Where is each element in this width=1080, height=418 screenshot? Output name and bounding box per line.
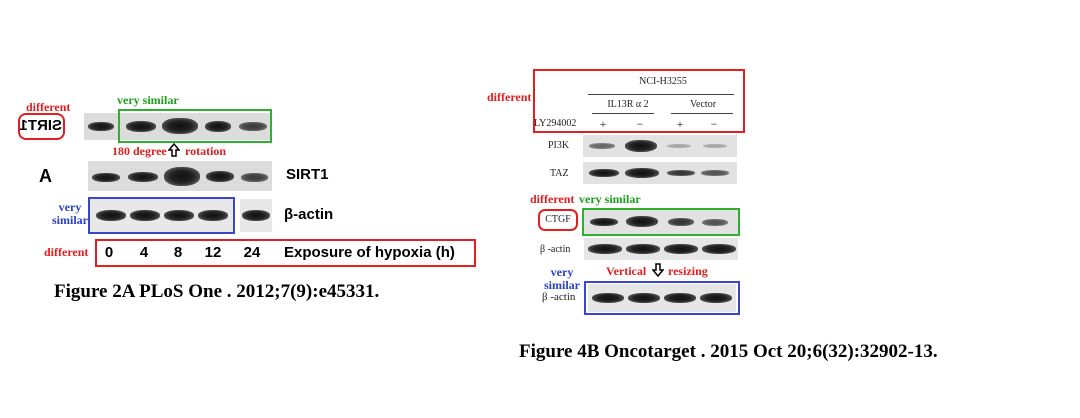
group1-underline <box>592 113 654 114</box>
exposure-value: 8 <box>173 244 183 261</box>
pi3k-blot-strip <box>583 135 737 157</box>
blot-band <box>242 210 270 221</box>
blot-band <box>92 173 120 182</box>
annotation-resizing: resizing <box>668 264 708 278</box>
header-box <box>533 69 745 133</box>
blot-band <box>588 244 622 254</box>
blot-band <box>130 210 160 221</box>
cell-line-label: NCI-H3255 <box>639 76 687 87</box>
taz-label: TAZ <box>550 168 569 179</box>
annotation-vertical: Vertical <box>606 264 647 278</box>
actin-blot-strip-right <box>240 199 272 232</box>
exposure-value: 12 <box>204 244 222 261</box>
blot-band <box>239 122 267 131</box>
actin-label: β-actin <box>284 206 334 223</box>
blot-band <box>667 170 695 176</box>
treatment-sign: + <box>676 117 684 131</box>
blot-band <box>628 293 660 303</box>
very-similar-box-bottom <box>584 281 740 315</box>
exposure-value: 24 <box>243 244 261 261</box>
exposure-label: Exposure of hypoxia (h) <box>284 244 455 261</box>
actin-blot-strip-left <box>90 199 233 232</box>
annotation-very-similar-bottom: very similar <box>544 265 580 292</box>
blot-band <box>198 210 228 221</box>
exposure-value: 4 <box>139 244 149 261</box>
ctgf-blot-strip <box>584 210 738 234</box>
blot-band <box>164 210 194 221</box>
pi3k-label: PI3K <box>548 140 570 151</box>
blot-band <box>241 173 268 182</box>
down-arrow-icon <box>652 263 664 277</box>
very-similar-box-side <box>88 197 235 234</box>
ctgf-label: CTGF <box>545 214 571 225</box>
annotation-different-header: different <box>487 90 532 104</box>
annotation-very-similar-ctgf: very similar <box>579 192 641 206</box>
mirrored-blot-strip <box>84 113 271 140</box>
blot-band <box>703 144 727 148</box>
blot-band <box>592 293 624 303</box>
blot-band <box>589 143 615 149</box>
panel-letter: A <box>39 166 52 186</box>
blot-band <box>667 144 691 148</box>
taz-blot-strip <box>583 162 737 184</box>
blot-band <box>702 244 736 254</box>
blot-band <box>206 171 234 182</box>
mirrored-sirt1-label: SIRT1 <box>19 117 62 134</box>
blot-band <box>626 216 658 227</box>
blot-band <box>128 172 158 182</box>
ctgf-label-box <box>538 209 578 231</box>
treatment-sign: + <box>599 117 607 131</box>
very-similar-box-top <box>118 109 272 143</box>
actin-row-label: β -actin <box>540 244 571 255</box>
blot-band <box>700 293 732 303</box>
group2-label: Vector <box>689 99 717 110</box>
blot-band <box>162 118 198 134</box>
exposure-box <box>95 239 476 267</box>
annotation-rotation-right: rotation <box>185 144 227 158</box>
blot-band <box>96 210 126 221</box>
group1-label: IL13R α 2 <box>607 99 649 110</box>
blot-band <box>164 167 200 186</box>
blot-band <box>664 293 696 303</box>
blot-band <box>625 140 657 152</box>
blot-band <box>626 244 660 254</box>
annotation-rotation-left: 180 degree <box>112 144 167 158</box>
blot-band <box>88 122 114 131</box>
blot-band <box>668 218 694 226</box>
treatment-sign: − <box>636 117 644 131</box>
very-similar-box-ctgf <box>582 208 740 236</box>
blot-band <box>589 169 619 177</box>
mirrored-label-box <box>18 113 65 140</box>
sirt1-blot-strip <box>88 161 272 191</box>
group2-underline <box>671 113 733 114</box>
actin-bottom-label: β -actin <box>542 291 576 303</box>
actin-bottom-blot-strip <box>588 284 736 312</box>
treatment-sign: − <box>710 117 718 131</box>
sirt1-label: SIRT1 <box>286 166 329 183</box>
exposure-value: 0 <box>104 244 114 261</box>
blot-band <box>590 218 618 226</box>
right-figure-caption: Figure 4B Oncotarget . 2015 Oct 20;6(32)… <box>519 341 938 362</box>
annotation-different-top: different <box>26 100 71 114</box>
blot-band <box>702 219 728 226</box>
annotation-different-ctgf: different <box>530 192 575 206</box>
annotation-different-bottom: different <box>44 245 89 259</box>
header-divider <box>588 94 734 95</box>
blot-band <box>701 170 729 176</box>
blot-band <box>205 121 231 132</box>
up-arrow-icon <box>168 143 180 157</box>
blot-band <box>664 244 698 254</box>
blot-band <box>625 168 659 178</box>
treatment-label: LY294002 <box>534 118 577 129</box>
actin-blot-strip-right-figure <box>584 238 738 260</box>
annotation-very-similar-side: very similar <box>52 200 88 227</box>
blot-band <box>126 121 156 132</box>
annotation-very-similar-top: very similar <box>117 93 179 107</box>
left-figure-caption: Figure 2A PLoS One . 2012;7(9):e45331. <box>54 281 380 302</box>
